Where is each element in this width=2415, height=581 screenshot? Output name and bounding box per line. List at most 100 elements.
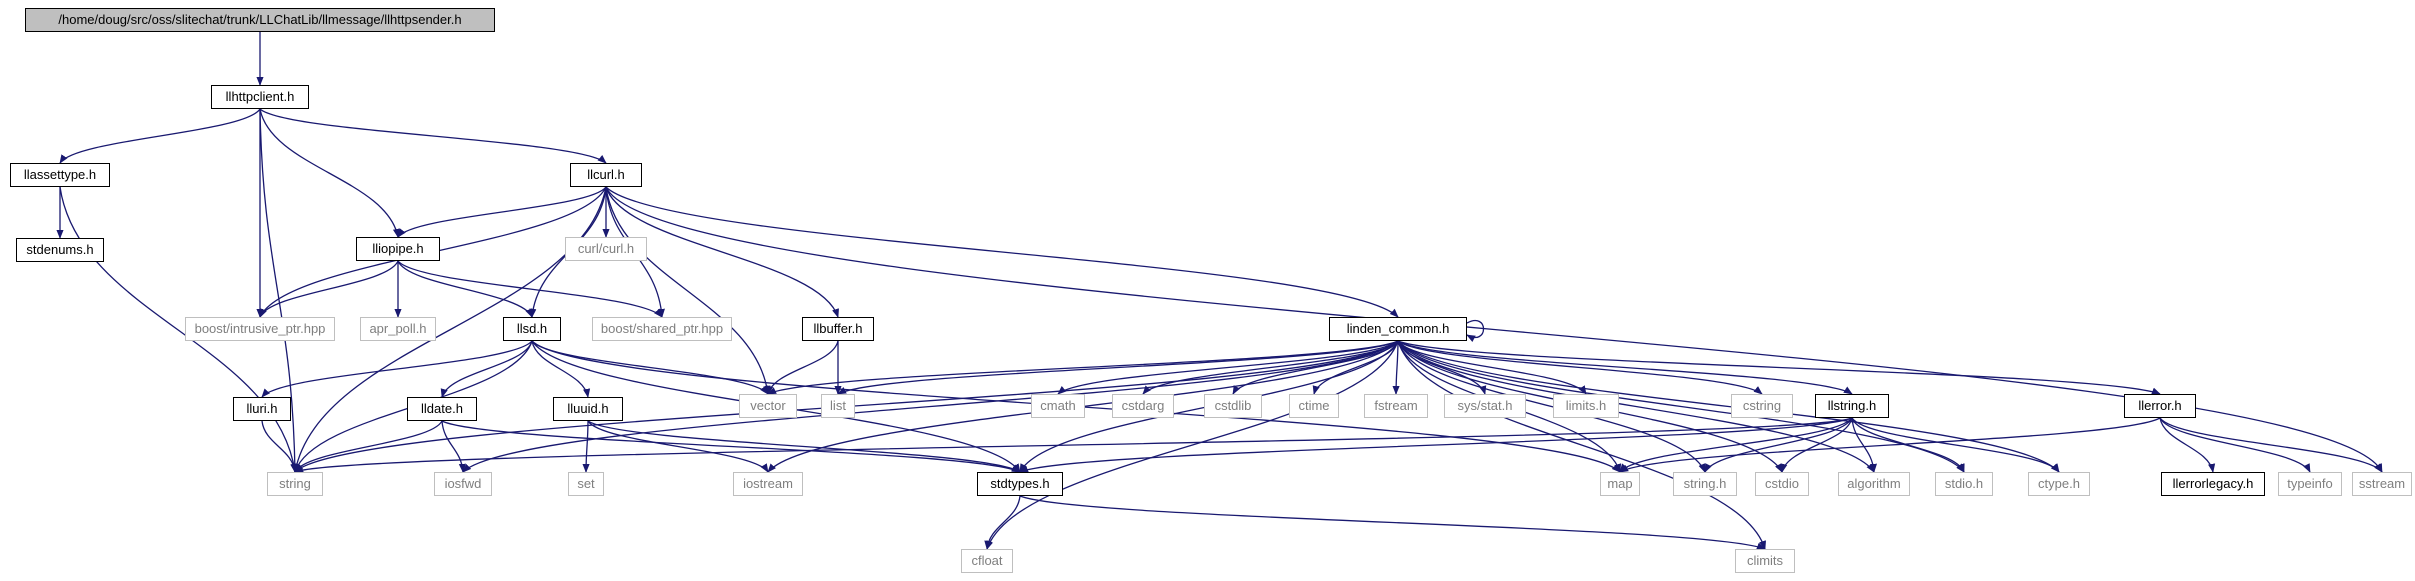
edge-llstring-to-stringh [1704, 417, 1853, 473]
edge-llbuffer-to-vector [766, 340, 839, 395]
edge-llstring-to-cstdio [1780, 417, 1853, 473]
node-stringh: string.h [1673, 472, 1737, 496]
node-algorithm: algorithm [1838, 472, 1910, 496]
edge-linden_common-to-ctypeh [1397, 340, 2060, 473]
edge-llstring-to-ctypeh [1851, 417, 2060, 473]
node-llsd[interactable]: llsd.h [503, 317, 561, 341]
edge-lluuid-to-stdtypes [587, 420, 1021, 473]
edge-llhttpclient-to-string [259, 108, 299, 473]
edge-llstring-to-string [294, 417, 1853, 473]
node-llerror[interactable]: llerror.h [2124, 394, 2196, 418]
node-ctypeh: ctype.h [2028, 472, 2090, 496]
edge-llsd-to-lluri [261, 340, 533, 398]
node-fstream: fstream [1364, 394, 1428, 418]
node-ctime: ctime [1289, 394, 1339, 418]
edge-llhttpclient-to-llcurl [259, 108, 607, 164]
edge-linden_common-to-vector [767, 340, 1399, 395]
node-llbuffer[interactable]: llbuffer.h [802, 317, 874, 341]
edge-linden_common-to-cfloat [986, 340, 1399, 550]
edge-llerror-to-typeinfo [2159, 417, 2311, 473]
node-llerrorlegacy[interactable]: llerrorlegacy.h [2161, 472, 2265, 496]
node-shared_ptr: boost/shared_ptr.hpp [592, 317, 732, 341]
edge-llcurl-to-vector [605, 186, 771, 395]
node-iostream: iostream [733, 472, 803, 496]
node-curl: curl/curl.h [565, 237, 647, 261]
edge-llcurl-to-linden_common [605, 186, 1399, 318]
edge-llhttpclient-to-lliopipe [259, 108, 400, 238]
node-set: set [568, 472, 604, 496]
node-vector: vector [739, 394, 797, 418]
node-linden_common[interactable]: linden_common.h [1329, 317, 1467, 341]
edge-linden_common-to-algorithm [1397, 340, 1875, 473]
node-stdioh: stdio.h [1935, 472, 1993, 496]
edge-llerror-to-sstream [2159, 417, 2383, 473]
edge-lldate-to-stdtypes [441, 420, 1021, 473]
edge-lliopipe-to-shared_ptr [397, 260, 663, 318]
node-cstdarg: cstdarg [1112, 394, 1174, 418]
edge-stdtypes-to-climits [1019, 495, 1766, 550]
node-cstring: cstring [1731, 394, 1793, 418]
edge-lluri-to-string [261, 420, 298, 473]
edge-linden_common-to-iosfwd [462, 340, 1399, 473]
node-lldate[interactable]: lldate.h [407, 397, 477, 421]
node-lliopipe[interactable]: lliopipe.h [356, 237, 440, 261]
edge-llerror-to-llerrorlegacy [2159, 417, 2216, 473]
edge-llsd-to-vector [531, 340, 769, 395]
node-limits: limits.h [1553, 394, 1619, 418]
edge-lldate-to-string [294, 420, 443, 473]
node-string: string [267, 472, 323, 496]
edge-lluuid-to-iostream [587, 420, 769, 473]
edge-linden_common-to-fstream [1392, 340, 1400, 395]
node-iosfwd: iosfwd [434, 472, 492, 496]
edge-linden_common-to-list [837, 340, 1399, 395]
edge-linden_common-to-linden_common [1466, 320, 1485, 343]
node-sstream: sstream [2352, 472, 2412, 496]
node-sysstat: sys/stat.h [1444, 394, 1526, 418]
edge-lldate-to-iosfwd [441, 420, 466, 473]
edge-stdtypes-to-cfloat [984, 495, 1021, 550]
node-cfloat: cfloat [961, 549, 1013, 573]
node-typeinfo: typeinfo [2278, 472, 2342, 496]
node-lluri[interactable]: lluri.h [233, 397, 291, 421]
edge-lluuid-to-set [582, 420, 590, 473]
node-climits: climits [1735, 549, 1795, 573]
edge-linden_common-to-cstdlib [1232, 340, 1399, 395]
node-cstdio: cstdio [1755, 472, 1809, 496]
node-llstring[interactable]: llstring.h [1815, 394, 1889, 418]
edge-linden_common-to-stringh [1397, 340, 1706, 473]
node-list: list [821, 394, 855, 418]
node-stdenums[interactable]: stdenums.h [16, 238, 104, 262]
edge-llcurl-to-lliopipe [397, 186, 607, 238]
node-root: /home/doug/src/oss/slitechat/trunk/LLCha… [25, 8, 495, 32]
edge-linden_common-to-cstring [1397, 340, 1763, 395]
edge-lliopipe-to-llsd [397, 260, 533, 318]
node-map: map [1600, 472, 1640, 496]
edge-llstring-to-algorithm [1851, 417, 1877, 473]
node-llassettype[interactable]: llassettype.h [10, 163, 110, 187]
edge-llcurl-to-sstream [605, 186, 2383, 473]
edge-linden_common-to-llerror [1397, 340, 2161, 395]
edge-llcurl-to-string [293, 186, 607, 473]
edge-llsd-to-lldate [440, 340, 533, 398]
edge-linden_common-to-llstring [1397, 340, 1853, 395]
edge-llsd-to-lluuid [531, 340, 591, 398]
node-cstdlib: cstdlib [1204, 394, 1262, 418]
node-apr_poll: apr_poll.h [360, 317, 436, 341]
edge-llcurl-to-llbuffer [605, 186, 839, 318]
edge-llerror-to-map [1619, 417, 2161, 473]
edge-llstring-to-stdioh [1851, 417, 1965, 473]
edge-llhttpclient-to-llassettype [59, 108, 261, 164]
node-cmath: cmath [1031, 394, 1085, 418]
edge-llstring-to-stdtypes [1019, 417, 1853, 473]
node-stdtypes[interactable]: stdtypes.h [977, 472, 1063, 496]
edge-linden_common-to-cmath [1057, 340, 1399, 395]
node-lluuid[interactable]: lluuid.h [553, 397, 623, 421]
edge-llstring-to-map [1619, 417, 1853, 473]
edge-llassettype-to-string [59, 186, 298, 473]
node-llcurl[interactable]: llcurl.h [570, 163, 642, 187]
node-intrusive: boost/intrusive_ptr.hpp [185, 317, 335, 341]
node-llhttpclient[interactable]: llhttpclient.h [211, 85, 309, 109]
edge-linden_common-to-climits [1397, 340, 1766, 550]
edge-lliopipe-to-intrusive [259, 260, 399, 318]
